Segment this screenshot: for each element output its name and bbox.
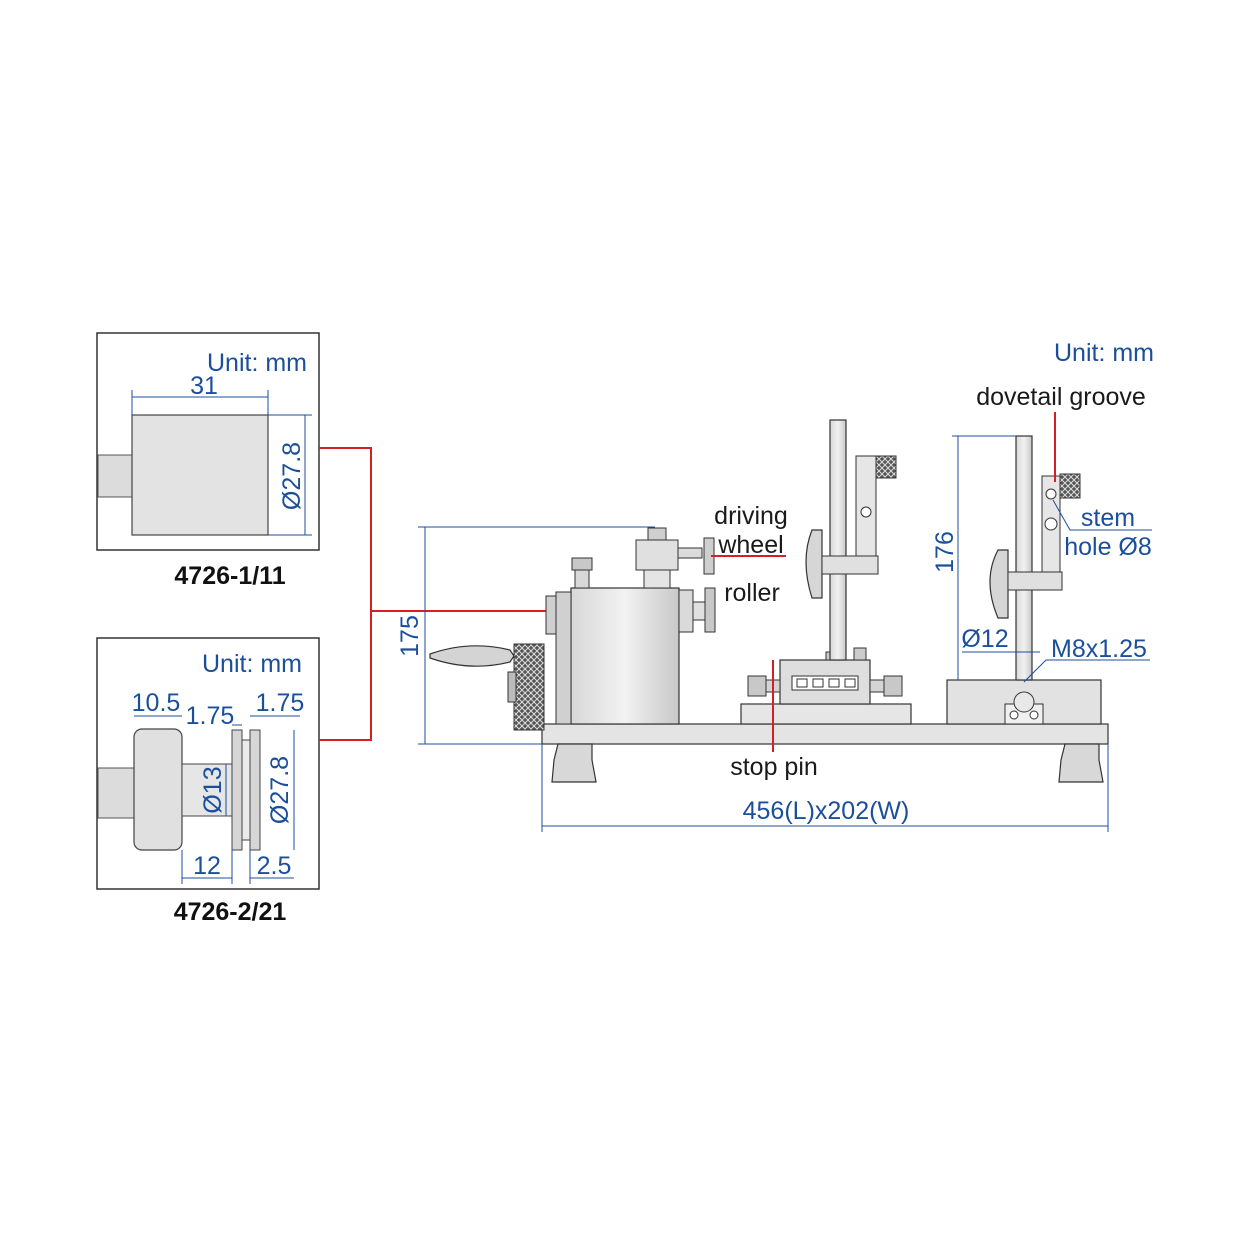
height-left-label: 175 [396,615,424,657]
right-holder-hole-2 [1044,517,1058,531]
roller-axle [692,601,706,621]
right-holder-hole-1 [1045,488,1057,500]
roller-1-body [131,414,269,536]
knurled-wheel[interactable] [513,643,545,731]
center-post [829,419,847,661]
driving-wheel-arm [677,547,703,559]
knurled-hub [507,671,517,703]
roller-2-dim-b: 1.75 [186,702,235,730]
stem-label-2: hole Ø8 [1064,533,1152,561]
roller-2-diameter: Ø27.8 [266,756,294,824]
right-stand-hole-1 [1009,710,1019,720]
right-clamp [1007,571,1063,591]
top-knob-left [574,569,590,589]
roller-2-dim-e: 2.5 [257,852,292,880]
slide-screw-right [869,679,885,693]
main-unit: Unit: mm [1054,339,1154,367]
center-clamp [821,555,879,575]
slide-knob-right[interactable] [883,675,903,697]
slide-knob-left[interactable] [747,675,767,697]
roller-2-groove [241,739,251,841]
roller-label: roller [724,579,780,607]
top-knob-left-cap [571,557,593,571]
driving-wheel-stem [643,569,671,589]
roller-2-model: 4726-2/21 [174,898,287,926]
right-post [1015,435,1033,681]
roller-1-unit: Unit: mm [207,349,307,377]
roller-2-bore: Ø13 [199,766,227,813]
slide-slot-2 [812,678,824,688]
slide-window [791,675,859,691]
roller-1-shaft [97,454,133,498]
height-right-label: 176 [931,531,959,573]
roller-2-shaft [97,767,135,819]
center-indicator-holder [855,455,877,557]
stop-pin-label: stop pin [730,753,818,781]
driving-wheel-bracket [635,539,679,571]
main-machine: 175 176 [396,339,1154,832]
stem-leader [1052,499,1152,531]
roller-2-dim-a: 10.5 [132,689,181,717]
drive-block-tab [545,595,557,635]
slide-slot-3 [828,678,840,688]
slide-base [740,703,912,725]
drive-block [570,587,680,725]
center-holder-hole [860,506,872,518]
roller-2-hub [133,728,183,851]
slide-slot-4 [844,678,856,688]
footprint-label: 456(L)x202(W) [743,797,910,825]
roller-wheel [704,587,716,633]
drive-block-side [555,591,572,725]
roller-2-unit: Unit: mm [202,650,302,678]
roller-1-diameter-label: Ø27.8 [278,442,306,510]
driving-wheel-knob[interactable] [647,527,667,541]
roller-2-panel: Unit: mm 10.5 1.75 1.75 Ø13 Ø27.8 12 2.5… [96,637,320,926]
stem-label-1: stem [1081,504,1135,532]
slide-slot-1 [796,678,808,688]
center-indicator-knob[interactable] [875,455,897,479]
right-stand-screw [1013,691,1035,713]
roller-1-width-label: 31 [190,372,218,400]
roller-arm [678,589,694,633]
thread-label: M8x1.25 [1051,635,1147,663]
center-clamp-lever[interactable] [805,529,823,599]
foot-left [551,743,597,783]
roller-2-flange-left [231,729,243,851]
roller-2-flange-right [249,729,261,851]
right-clamp-lever[interactable] [989,549,1009,619]
roller-1-model: 4726-1/11 [174,562,285,590]
driving-wheel-label-1: driving [714,502,788,530]
driving-wheel-label-2: wheel [717,531,783,559]
thread-leader [1023,659,1150,683]
crank-handle[interactable] [429,645,515,667]
rod-diameter-label: Ø12 [961,625,1008,653]
base-plate [541,723,1109,745]
roller-2-dim-c: 1.75 [256,689,305,717]
dovetail-label: dovetail groove [976,383,1146,411]
right-indicator-knob[interactable] [1059,473,1081,499]
slide-top-pin-2 [853,647,867,661]
right-stand-hole-2 [1029,710,1039,720]
roller-2-dim-d: 12 [193,852,221,880]
roller-1-panel: Unit: mm 31 Ø27.8 4726-1/11 [96,332,320,590]
roller-connector [319,447,372,741]
foot-right [1058,743,1104,783]
